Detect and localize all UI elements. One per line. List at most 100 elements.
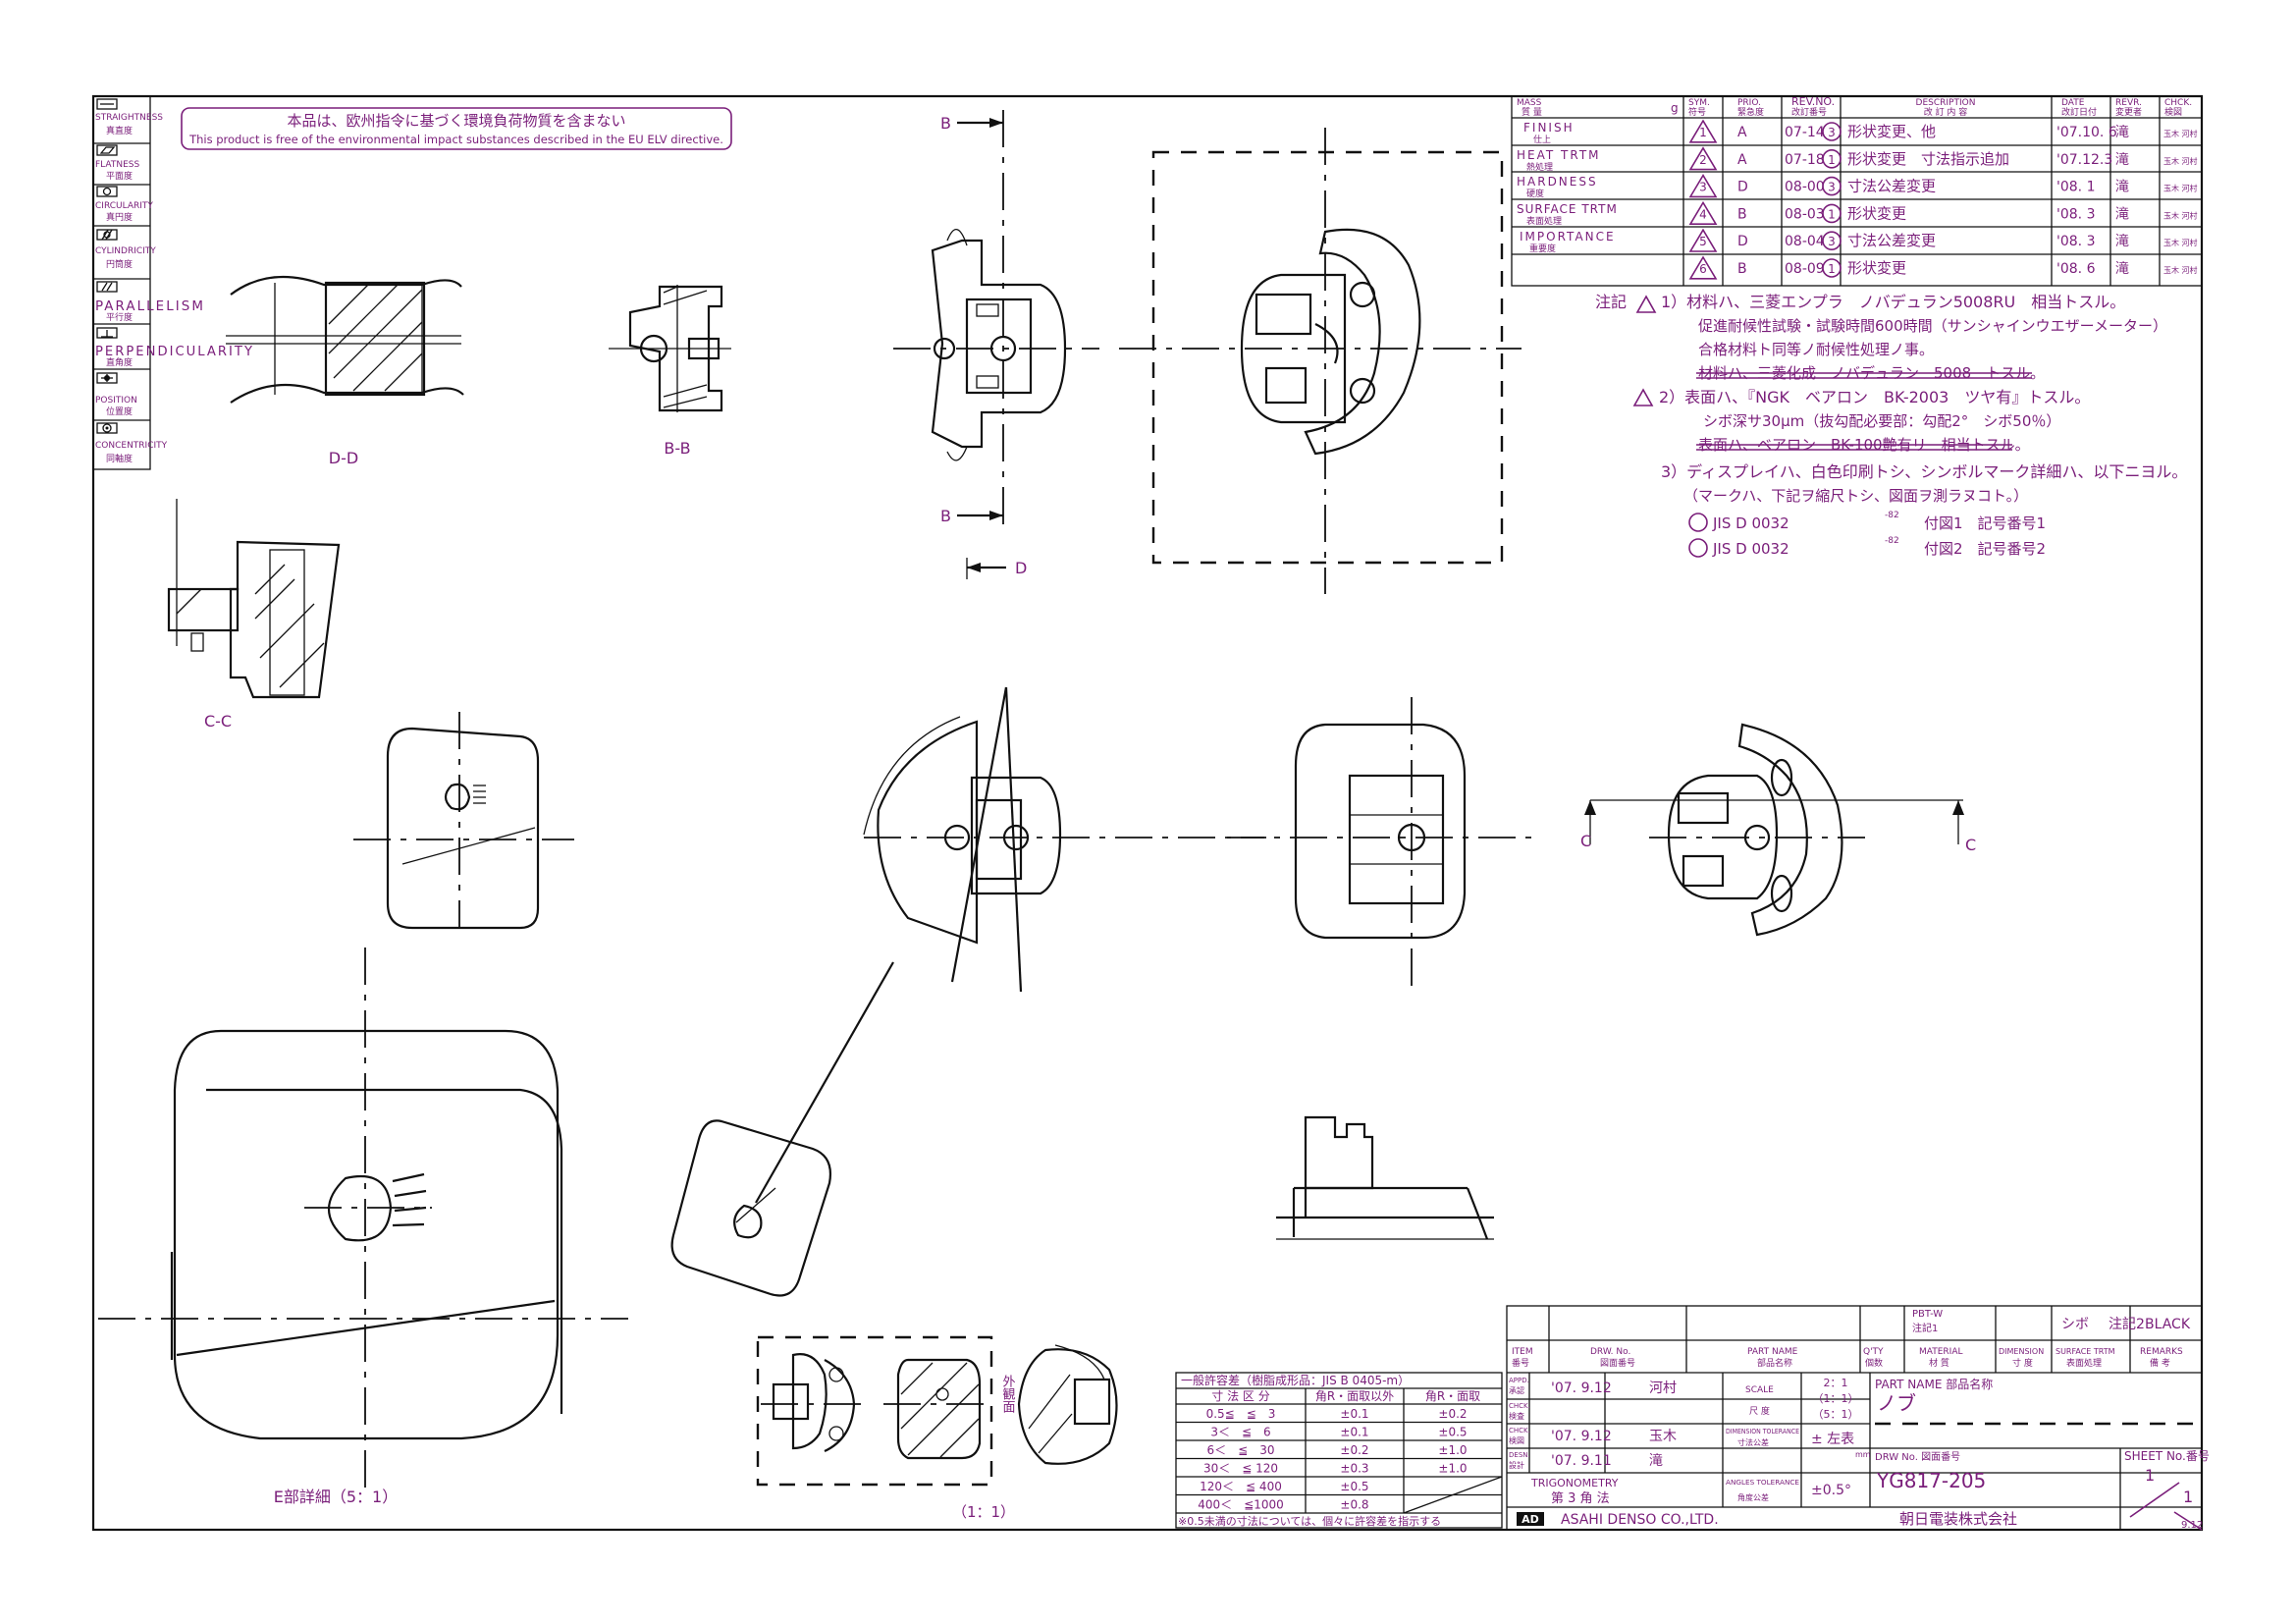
revision-triangle-icon bbox=[1688, 200, 1718, 225]
front-view-center bbox=[863, 686, 1266, 993]
revision-chck: 玉木 河村 bbox=[2163, 129, 2198, 138]
appd-label: APPD. bbox=[1509, 1377, 1529, 1384]
concentricity-icon bbox=[96, 422, 118, 434]
revision-prio: D bbox=[1737, 180, 1748, 195]
col-item: ITEM bbox=[1512, 1347, 1533, 1357]
revision-revr: 滝 bbox=[2115, 125, 2129, 140]
legend-position-jp: 位置度 bbox=[106, 406, 133, 417]
headlamp-icon bbox=[444, 783, 486, 811]
sheet-border bbox=[91, 94, 2204, 1532]
ref1-code: JIS D 0032 bbox=[1712, 514, 1789, 532]
revision-prio: D bbox=[1737, 234, 1748, 249]
revision-revr: 滝 bbox=[2115, 261, 2129, 277]
lbl-hardness-jp: 硬度 bbox=[1526, 188, 1544, 199]
tb-corner-date: 9.12 bbox=[2181, 1520, 2203, 1531]
hdr-chck: CHCK. bbox=[2164, 98, 2192, 108]
front-view-right bbox=[1227, 697, 1531, 987]
revision-chck: 玉木 河村 bbox=[2163, 265, 2198, 275]
lbl-heat-jp: 熱処理 bbox=[1526, 161, 1553, 173]
scale-v1: （1：1） bbox=[1813, 1392, 1859, 1405]
chck2-name: 玉木 bbox=[1649, 1429, 1677, 1444]
tolerance-table: 一般許容差（樹脂成形品：JIS B 0405-m） 寸 法 区 分 角R・面取以… bbox=[1175, 1372, 1503, 1529]
position-icon bbox=[96, 372, 118, 384]
hdr-chck-jp: 検図 bbox=[2164, 106, 2182, 118]
dimtol-unit: mm bbox=[1855, 1450, 1871, 1459]
revision-desc: 形状変更、他 bbox=[1847, 123, 1936, 140]
col-qty-jp: 個数 bbox=[1865, 1357, 1883, 1369]
legend-circularity-jp: 真円度 bbox=[106, 211, 133, 223]
hdr-date-jp: 改訂日付 bbox=[2061, 106, 2097, 118]
revision-sym: 3 bbox=[1699, 181, 1707, 194]
revision-prio: A bbox=[1737, 152, 1747, 168]
label-d: D bbox=[1015, 559, 1027, 577]
triangle-icon bbox=[1632, 388, 1654, 406]
company-en: ASAHI DENSO CO.,LTD. bbox=[1561, 1512, 1719, 1528]
appd-name: 河村 bbox=[1649, 1380, 1677, 1396]
note-2: 2）表面ハ、『NGK ベアロン BK-2003 ツヤ有』トスル。 bbox=[1659, 388, 2090, 406]
ref2-sup: -82 bbox=[1885, 536, 1899, 546]
revision-sym: 1 bbox=[1699, 126, 1707, 139]
tb-surface-note: 注記2 bbox=[2109, 1316, 2145, 1332]
revision-desc: 寸法公差変更 bbox=[1847, 232, 1936, 249]
chck-label: CHCK. bbox=[1509, 1402, 1530, 1410]
col-item-jp: 番号 bbox=[1512, 1357, 1529, 1369]
revision-date: '08. 1 bbox=[2056, 180, 2095, 195]
revision-prio: B bbox=[1737, 206, 1747, 222]
note-1c: 合格材料ト同等ノ耐候性処理ノ事。 bbox=[1698, 341, 1934, 358]
front-view-left bbox=[353, 712, 574, 930]
revision-ref-circle-icon bbox=[1822, 176, 1842, 196]
tol-hdr-0: 寸 法 区 分 bbox=[1211, 1389, 1269, 1403]
revision-no: 08-09 bbox=[1785, 261, 1825, 277]
revision-triangle-icon bbox=[1688, 146, 1718, 171]
desn-label: DESN. bbox=[1509, 1451, 1530, 1459]
revision-ref: 1 bbox=[1828, 153, 1836, 167]
tolerance-cell: ±0.1 bbox=[1340, 1407, 1368, 1421]
revision-date: '07.12.3 bbox=[2056, 152, 2112, 168]
section-c-c: C-C bbox=[167, 499, 341, 731]
revision-chck: 玉木 河村 bbox=[2163, 210, 2198, 220]
tolerance-rows: 0.5≦ ≦ 3±0.1±0.23＜ ≦ 6±0.1±0.56＜ ≦ 30±0.… bbox=[1176, 1407, 1503, 1514]
appd-date: '07. 9.12 bbox=[1551, 1380, 1612, 1396]
hdr-sym-jp: 符号 bbox=[1688, 106, 1706, 118]
lbl-surface-jp: 表面処理 bbox=[1526, 215, 1562, 227]
col-dimension: DIMENSION bbox=[1999, 1347, 2044, 1356]
col-drw-jp: 図面番号 bbox=[1600, 1357, 1635, 1369]
col-material: MATERIAL bbox=[1919, 1347, 1963, 1357]
hdr-rev: REV.NO. bbox=[1791, 95, 1835, 108]
scale-views: （1：1） 外観面 bbox=[756, 1335, 1118, 1521]
revision-ref-circle-icon bbox=[1822, 122, 1842, 141]
angtol-label: ANGLES TOLERANCE bbox=[1726, 1479, 1799, 1487]
cylindricity-icon bbox=[96, 229, 118, 241]
revision-ref: 1 bbox=[1828, 207, 1836, 221]
col-remarks-jp: 備 考 bbox=[2150, 1357, 2170, 1369]
revision-date: '07.10. 6 bbox=[2056, 125, 2117, 140]
label-c-right: C bbox=[1965, 836, 1976, 854]
hdr-mass: MASS bbox=[1517, 98, 1542, 108]
dimtol-label-jp: 寸法公差 bbox=[1737, 1437, 1769, 1447]
revision-desc: 形状変更 寸法指示追加 bbox=[1847, 150, 2009, 168]
hdr-rev-jp: 改訂番号 bbox=[1791, 106, 1827, 118]
note-2b: シボ深サ30μm（抜勾配必要部：勾配2° シボ50％） bbox=[1703, 412, 2060, 430]
revision-ref-circle-icon bbox=[1822, 258, 1842, 278]
tolerance-cell: 400＜ ≦1000 bbox=[1198, 1498, 1284, 1512]
tb-sheet-total: 1 bbox=[2183, 1488, 2193, 1506]
label-b-top: B bbox=[940, 114, 951, 133]
revision-chck: 玉木 河村 bbox=[2163, 184, 2198, 193]
legend-position: POSITION bbox=[95, 396, 137, 406]
dimtol-label: DIMENSION TOLERANCE bbox=[1726, 1428, 1799, 1435]
label-detail-e: E部詳細（5：1） bbox=[274, 1488, 398, 1506]
scale-label: SCALE bbox=[1745, 1385, 1774, 1395]
lbl-finish: FINISH bbox=[1523, 121, 1575, 135]
label-b-bottom: B bbox=[940, 507, 951, 525]
desn-date: '07. 9.11 bbox=[1551, 1453, 1612, 1469]
env-notice-jp: 本品は、欧州指令に基づく環境負荷物質を含まない bbox=[287, 112, 625, 130]
rear-view-box bbox=[1119, 128, 1522, 594]
hdr-desc: DESCRIPTION bbox=[1916, 98, 1976, 108]
revision-ref: 3 bbox=[1828, 181, 1836, 194]
revision-ref-circle-icon bbox=[1822, 149, 1842, 169]
company-jp: 朝日電装株式会社 bbox=[1899, 1510, 2017, 1528]
flatness-icon bbox=[96, 144, 118, 156]
revision-triangle-icon bbox=[1688, 119, 1718, 143]
perpendicularity-icon bbox=[96, 327, 118, 339]
